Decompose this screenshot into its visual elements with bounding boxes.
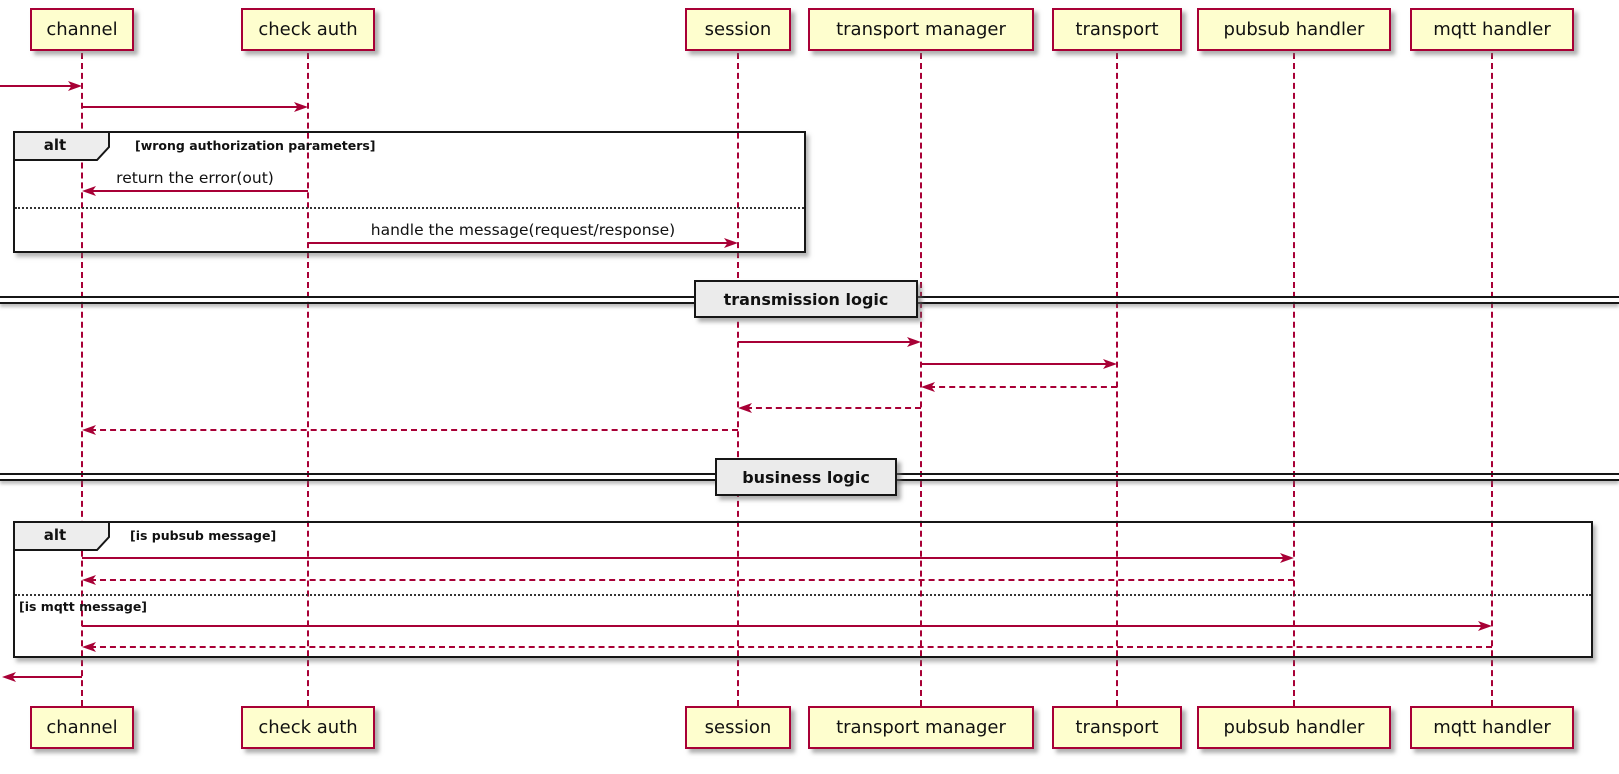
message-label: handle the message(request/response) <box>370 221 676 239</box>
separator-box-transmission-logic: transmission logic <box>694 280 918 318</box>
participant-box-mqtt-handler-bottom: mqtt handler <box>1410 706 1574 749</box>
message-line-10 <box>82 557 1286 559</box>
arrowhead-right <box>1103 359 1117 369</box>
arrowhead-left <box>82 186 96 196</box>
alt-frame-else-divider <box>15 594 1591 596</box>
lifeline-check-auth <box>307 53 309 706</box>
participant-box-transport-manager-top: transport manager <box>808 8 1034 51</box>
alt-frame-guard: [wrong authorization parameters] <box>135 138 376 153</box>
message-line-14 <box>10 676 82 678</box>
alt-frame-label-shape <box>13 521 110 551</box>
lifeline-transport <box>1116 53 1118 706</box>
participant-box-check-auth-bottom: check auth <box>241 706 375 749</box>
participant-box-mqtt-handler-top: mqtt handler <box>1410 8 1574 51</box>
message-line-11 <box>90 579 1294 581</box>
participant-box-pubsub-handler-top: pubsub handler <box>1197 8 1391 51</box>
message-line-5 <box>738 341 913 343</box>
arrowhead-right <box>1478 621 1492 631</box>
arrowhead-right <box>68 81 82 91</box>
participant-box-transport-bottom: transport <box>1052 706 1182 749</box>
message-line-7 <box>929 386 1117 388</box>
arrowhead-left <box>738 403 752 413</box>
message-line-2 <box>82 106 300 108</box>
alt-frame-2 <box>13 521 1593 658</box>
participant-box-pubsub-handler-bottom: pubsub handler <box>1197 706 1391 749</box>
message-line-9 <box>90 429 738 431</box>
arrowhead-left <box>82 642 96 652</box>
alt-frame-guard: [is pubsub message] <box>130 528 277 543</box>
lifeline-session <box>737 53 739 706</box>
message-line-1 <box>0 85 74 87</box>
separator-box-business-logic: business logic <box>715 458 897 496</box>
lifeline-transport-manager <box>920 53 922 706</box>
message-line-6 <box>921 363 1109 365</box>
lifeline-channel <box>81 53 83 706</box>
alt-frame-else-divider <box>15 207 804 209</box>
lifeline-mqtt-handler <box>1491 53 1493 706</box>
arrowhead-left <box>2 672 16 682</box>
participant-box-session-bottom: session <box>685 706 791 749</box>
participant-box-check-auth-top: check auth <box>241 8 375 51</box>
lifeline-pubsub-handler <box>1293 53 1295 706</box>
arrowhead-right <box>724 238 738 248</box>
arrowhead-left <box>82 575 96 585</box>
alt-frame-operator-label: alt <box>43 136 67 154</box>
message-line-4 <box>308 242 730 244</box>
participant-box-channel-top: channel <box>30 8 134 51</box>
arrowhead-right <box>294 102 308 112</box>
message-label: return the error(out) <box>116 169 274 187</box>
message-line-12 <box>82 625 1484 627</box>
participant-box-session-top: session <box>685 8 791 51</box>
arrowhead-right <box>907 337 921 347</box>
participant-box-channel-bottom: channel <box>30 706 134 749</box>
arrowhead-right <box>1280 553 1294 563</box>
alt-frame-label-shape <box>13 131 110 161</box>
alt-frame-guard-else: [is mqtt message] <box>19 599 148 614</box>
alt-frame-1 <box>13 131 806 253</box>
message-line-13 <box>90 646 1492 648</box>
participant-box-transport-top: transport <box>1052 8 1182 51</box>
arrowhead-left <box>82 425 96 435</box>
message-line-8 <box>746 407 921 409</box>
arrowhead-left <box>921 382 935 392</box>
message-line-3 <box>90 190 308 192</box>
participant-box-transport-manager-bottom: transport manager <box>808 706 1034 749</box>
alt-frame-operator-label: alt <box>43 526 67 544</box>
